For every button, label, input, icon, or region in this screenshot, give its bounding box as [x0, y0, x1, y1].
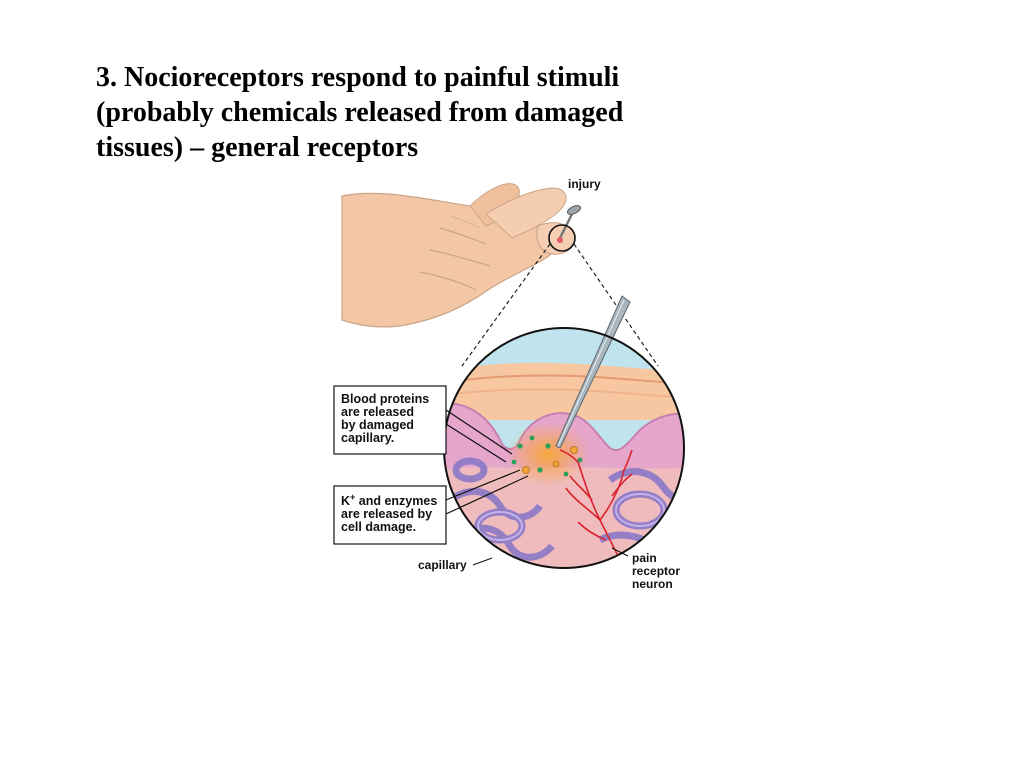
title-line-2: (probably chemicals released from damage…	[96, 97, 624, 128]
callout-k-enzymes-line-3: cell damage.	[341, 520, 416, 534]
title-line-3: tissues) – general receptors	[96, 132, 419, 163]
title-line-1: 3. Nocioreceptors respond to painful sti…	[96, 62, 620, 93]
skin-cross-section	[444, 328, 684, 568]
needle-icon	[555, 295, 631, 449]
callout-blood-proteins: Blood proteins are released by damaged c…	[333, 385, 513, 463]
label-pain-line-3: neuron	[632, 577, 673, 591]
hand-illustration	[341, 183, 576, 328]
callout-blood-proteins-line-4: capillary.	[341, 431, 394, 445]
label-capillary: capillary	[418, 558, 467, 572]
callout-k-enzymes-line-1: K+ and enzymes	[341, 492, 437, 508]
label-injury: injury	[568, 177, 601, 191]
hand-finger-index	[485, 187, 567, 239]
label-pain-line-2: receptor	[632, 564, 680, 578]
callout-blood-proteins-line-1: Blood proteins	[341, 392, 429, 406]
callout-k-enzymes-line-2: are released by	[341, 507, 432, 521]
injury-site-ring	[548, 224, 576, 252]
callout-blood-proteins-line-3: by damaged	[341, 418, 414, 432]
callout-blood-proteins-line-2: are released	[341, 405, 414, 419]
label-pain-line-1: pain	[632, 551, 657, 565]
slide-title: 3. Nocioreceptors respond to painful sti…	[96, 60, 796, 165]
callout-k-enzymes: K+ and enzymes are released by cell dama…	[333, 469, 529, 545]
pin-icon	[558, 205, 582, 239]
magnify-line-right	[573, 243, 659, 367]
